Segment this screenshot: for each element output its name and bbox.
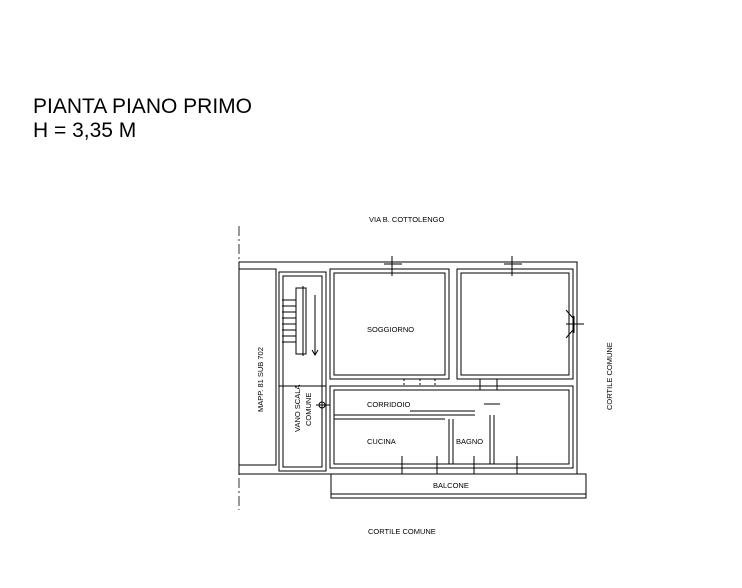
plan-title: PIANTA PIANO PRIMO [33, 95, 252, 118]
street-label: VIA B. COTTOLENGO [369, 215, 444, 224]
stair-label-line1: VANO SCALA [293, 385, 302, 432]
room-label-balcony: BALCONE [433, 481, 469, 490]
room-label-kitchen: CUCINA [367, 437, 396, 446]
courtyard-label-bottom: CORTILE COMUNE [368, 527, 436, 536]
interior-walls [329, 379, 574, 469]
right-room-walls [456, 268, 574, 380]
plan-height: H = 3,35 M [33, 119, 137, 142]
window-markers [316, 256, 584, 474]
parcel-label: MAPP. 81 SUB 702 [256, 347, 265, 412]
balcony [330, 473, 587, 499]
room-label-corridor: CORRIDOIO [367, 400, 411, 409]
living-room-walls [329, 268, 450, 380]
room-label-living: SOGGIORNO [367, 325, 414, 334]
stair-well [278, 271, 327, 472]
room-label-bathroom: BAGNO [456, 437, 483, 446]
outer-walls [238, 261, 578, 475]
stair-label-line2: COMUNE [304, 393, 313, 426]
courtyard-label-right: CORTILE COMUNE [605, 342, 614, 410]
